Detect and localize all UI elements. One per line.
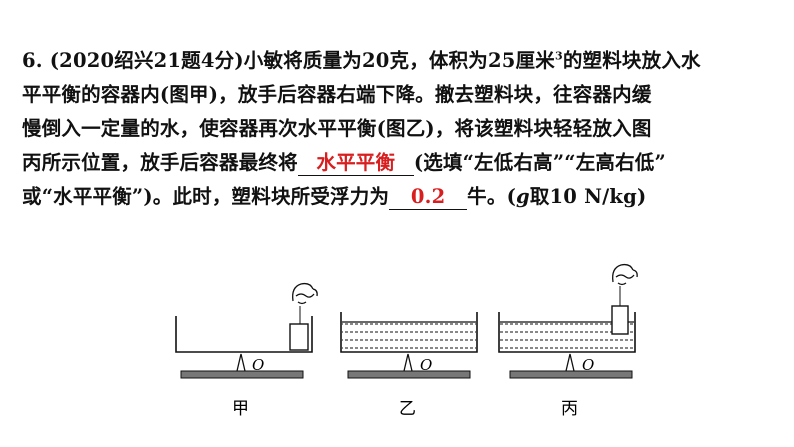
plastic-block-bing (611, 305, 629, 335)
support-bar-yi (347, 370, 471, 379)
plastic-block-jia (289, 323, 309, 351)
figure-bing: O 丙 (498, 263, 638, 419)
answer-blank-1: 水平平衡 (297, 151, 414, 176)
question-stem-cont: 的塑料块放入水 (562, 49, 701, 72)
cube-superscript: 3 (554, 49, 563, 63)
question-line-2: 平平衡的容器内(图甲)，放手后容器右端下降。撤去塑料块，往容器内缓 (22, 83, 652, 106)
question-line-4: 丙所示位置，放手后容器最终将水平平衡(选填“左低右高”“左高右低” (22, 146, 774, 180)
container-yi (340, 312, 478, 353)
hand-icon (612, 263, 638, 286)
caption-yi: 乙 (399, 399, 416, 419)
answer-blank-2: 0.2 (389, 185, 468, 210)
figure-yi: O 乙 (340, 312, 478, 419)
caption-bing: 丙 (561, 399, 578, 419)
question-line-3: 慢倒入一定量的水，使容器再次水平平衡(图乙)，将该塑料块轻轻放入图 (22, 117, 652, 140)
pivot-label-bing: O (582, 356, 594, 374)
container-bing (498, 312, 636, 353)
question-stem-start: 6. (2020绍兴21题4分)小敏将质量为20克，体积为25厘米 (22, 49, 555, 72)
pivot-yi (403, 353, 413, 372)
line5-text: 或“水平平衡”)。此时，塑料块所受浮力为 (22, 185, 390, 208)
support-bar-bing (509, 370, 633, 379)
pivot-bing (565, 353, 575, 372)
line5-mid: 牛。( (467, 185, 516, 208)
hand-icon (292, 282, 318, 305)
figure-jia: O 甲 (175, 282, 318, 419)
water-yi (342, 322, 476, 351)
line4-text: 丙所示位置，放手后容器最终将 (22, 151, 298, 174)
container-jia (175, 316, 313, 353)
pivot-label-jia: O (252, 356, 264, 374)
caption-jia: 甲 (232, 399, 249, 419)
question-text: 6. (2020绍兴21题4分)小敏将质量为20克，体积为25厘米3的塑料块放入… (22, 44, 774, 214)
line5-end: 取10 N/kg) (529, 185, 647, 208)
question-line-1: 6. (2020绍兴21题4分)小敏将质量为20克，体积为25厘米3的塑料块放入… (22, 44, 774, 78)
pivot-jia (236, 353, 246, 372)
gravity-symbol: g (516, 185, 530, 208)
line4-tail: (选填“左低右高”“左高右低” (413, 151, 666, 174)
support-bar-jia (180, 370, 304, 379)
pivot-label-yi: O (420, 356, 432, 374)
